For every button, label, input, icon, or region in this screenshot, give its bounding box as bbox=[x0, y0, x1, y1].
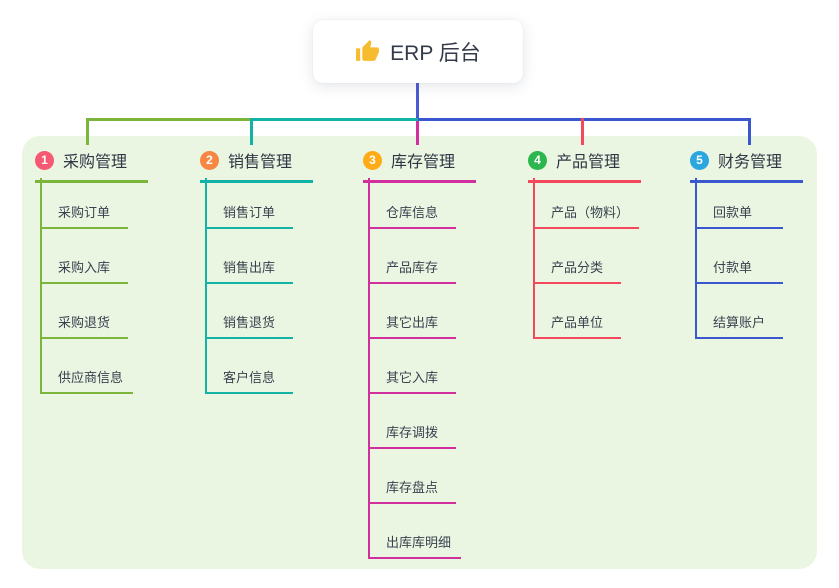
leaf-item[interactable]: 其它入库 bbox=[368, 370, 456, 394]
branch-title: 库存管理 bbox=[391, 154, 456, 171]
leaf-item[interactable]: 其它出库 bbox=[368, 315, 456, 339]
leaf-item[interactable]: 产品（物料） bbox=[533, 205, 640, 229]
branch-header-1[interactable]: 1 采购管理 bbox=[35, 148, 148, 183]
connector-branch-drop-1 bbox=[86, 118, 89, 145]
connector-branch-drop-5 bbox=[748, 118, 751, 145]
leaf-item[interactable]: 回款单 bbox=[695, 205, 783, 229]
branch-title: 产品管理 bbox=[556, 154, 621, 171]
root-node[interactable]: ERP 后台 bbox=[313, 20, 523, 83]
leaf-item[interactable]: 产品分类 bbox=[533, 260, 621, 284]
branch-header-5[interactable]: 5 财务管理 bbox=[690, 148, 803, 183]
connector-bus-segment-3 bbox=[418, 118, 751, 121]
leaf-item[interactable]: 采购入库 bbox=[40, 260, 128, 284]
leaf-item[interactable]: 采购订单 bbox=[40, 205, 128, 229]
branch-header-3[interactable]: 3 库存管理 bbox=[363, 148, 476, 183]
connector-branch-drop-4 bbox=[581, 118, 584, 145]
root-label: ERP 后台 bbox=[390, 41, 481, 65]
leaf-item[interactable]: 销售出库 bbox=[205, 260, 293, 284]
branch-title: 采购管理 bbox=[63, 154, 128, 171]
leaf-item[interactable]: 付款单 bbox=[695, 260, 783, 284]
leaf-item[interactable]: 销售订单 bbox=[205, 205, 293, 229]
branch-spine-line bbox=[695, 178, 697, 339]
connector-bus-segment-2 bbox=[252, 118, 418, 121]
branch-title: 销售管理 bbox=[228, 154, 293, 171]
branch-number-badge: 2 bbox=[200, 150, 219, 170]
connector-bus-segment-1 bbox=[86, 118, 253, 121]
branch-spine-line bbox=[533, 178, 535, 339]
branch-number-badge: 1 bbox=[35, 150, 54, 170]
branch-header-4[interactable]: 4 产品管理 bbox=[528, 148, 641, 183]
connector-branch-drop-2 bbox=[250, 118, 253, 145]
branch-number-badge: 5 bbox=[690, 150, 709, 170]
leaf-item[interactable]: 出库库明细 bbox=[368, 535, 462, 559]
leaf-item[interactable]: 结算账户 bbox=[695, 315, 783, 339]
leaf-item[interactable]: 产品单位 bbox=[533, 315, 621, 339]
leaf-item[interactable]: 库存调拨 bbox=[368, 425, 456, 449]
branch-title: 财务管理 bbox=[718, 154, 783, 171]
branch-header-2[interactable]: 2 销售管理 bbox=[200, 148, 313, 183]
branch-number-badge: 4 bbox=[528, 150, 547, 170]
connector-branch-drop-3 bbox=[416, 121, 419, 145]
leaf-item[interactable]: 客户信息 bbox=[205, 370, 293, 394]
branch-spine-line bbox=[205, 178, 207, 394]
leaf-item[interactable]: 销售退货 bbox=[205, 315, 293, 339]
connector-root-drop bbox=[416, 83, 419, 120]
leaf-item[interactable]: 仓库信息 bbox=[368, 205, 456, 229]
branch-spine-line bbox=[368, 178, 370, 559]
thumbs-up-icon bbox=[355, 39, 380, 64]
branches-panel-background bbox=[22, 136, 817, 569]
leaf-item[interactable]: 供应商信息 bbox=[40, 370, 134, 394]
branch-number-badge: 3 bbox=[363, 150, 382, 170]
branch-spine-line bbox=[40, 178, 42, 394]
leaf-item[interactable]: 采购退货 bbox=[40, 315, 128, 339]
leaf-item[interactable]: 产品库存 bbox=[368, 260, 456, 284]
leaf-item[interactable]: 库存盘点 bbox=[368, 480, 456, 504]
